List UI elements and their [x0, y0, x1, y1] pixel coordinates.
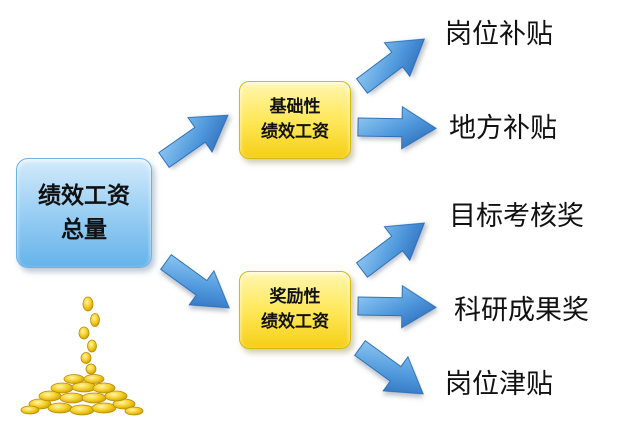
root-node-total-performance-pay: 绩效工资 总量 — [16, 158, 152, 268]
root-node-line-1: 绩效工资 — [38, 183, 130, 209]
branch-basic-line-2: 绩效工资 — [261, 122, 329, 142]
leaf-label: 地方补贴 — [449, 113, 557, 144]
branch-basic-line-1: 基础性 — [269, 97, 321, 117]
leaf-label: 目标考核奖 — [449, 201, 584, 232]
branch-node-reward-performance-pay: 奖励性 绩效工资 — [239, 271, 351, 349]
root-node-line-2: 总量 — [61, 217, 107, 243]
leaf-label: 岗位津贴 — [445, 369, 553, 400]
branch-reward-line-2: 绩效工资 — [261, 312, 329, 332]
branch-reward-line-1: 奖励性 — [269, 287, 321, 307]
leaf-label: 科研成果奖 — [454, 295, 589, 326]
branch-node-basic-performance-pay: 基础性 绩效工资 — [239, 81, 351, 159]
leaf-label: 岗位补贴 — [445, 19, 553, 50]
